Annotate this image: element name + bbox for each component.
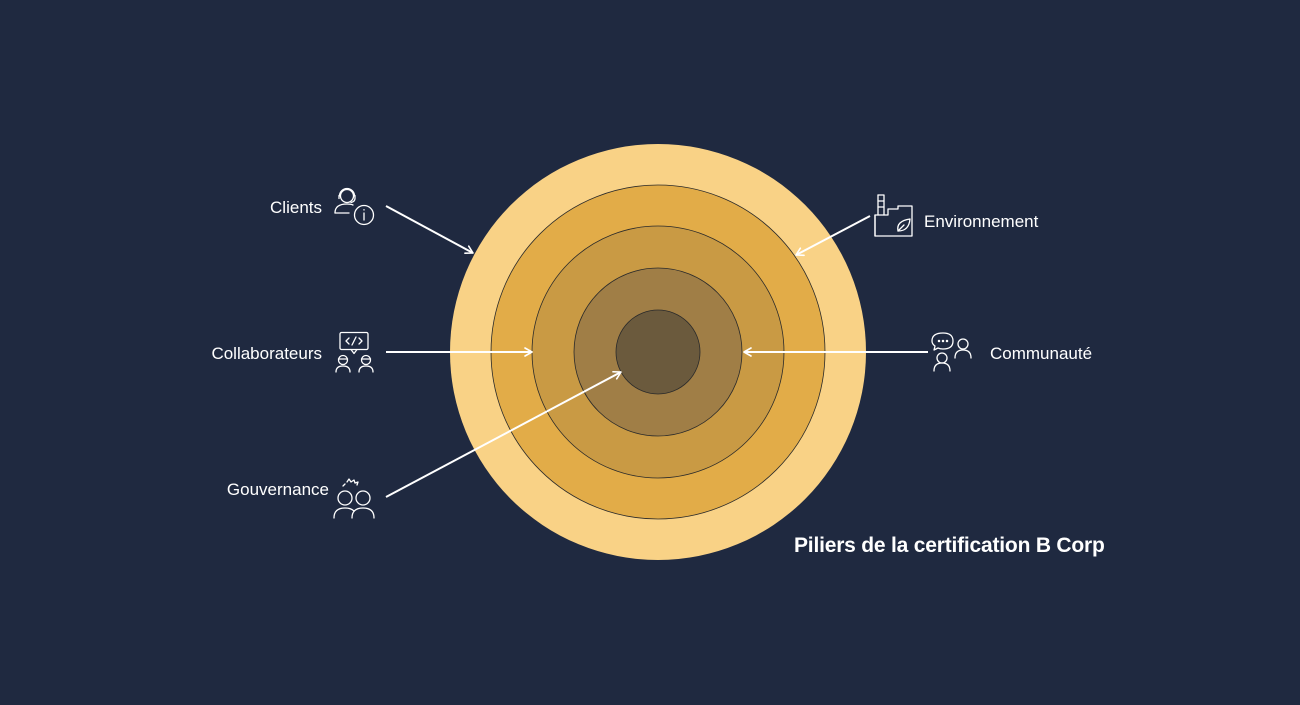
community-chat-icon [931, 332, 972, 372]
arrows [385, 205, 928, 498]
arrow-environnement [795, 215, 871, 257]
diagram-caption: Piliers de la certification B Corp [794, 534, 1105, 557]
pillar-label-clients: Clients [270, 198, 322, 217]
team-code-chat-icon [335, 331, 374, 373]
pillar-label-communaute: Communauté [990, 344, 1093, 363]
factory-leaf-icon [874, 194, 913, 237]
ring-core [615, 309, 701, 395]
arrow-clients [385, 205, 474, 254]
customer-support-info-icon [334, 187, 375, 226]
pillar-label-gouvernance: Gouvernance [226, 480, 329, 499]
people-group-icon [333, 478, 375, 519]
pillar-label-environnement: Environnement [924, 212, 1039, 231]
arrow-gouvernance [385, 370, 622, 498]
concentric-rings [450, 144, 866, 560]
pillar-label-collaborateurs: Collaborateurs [211, 344, 322, 363]
